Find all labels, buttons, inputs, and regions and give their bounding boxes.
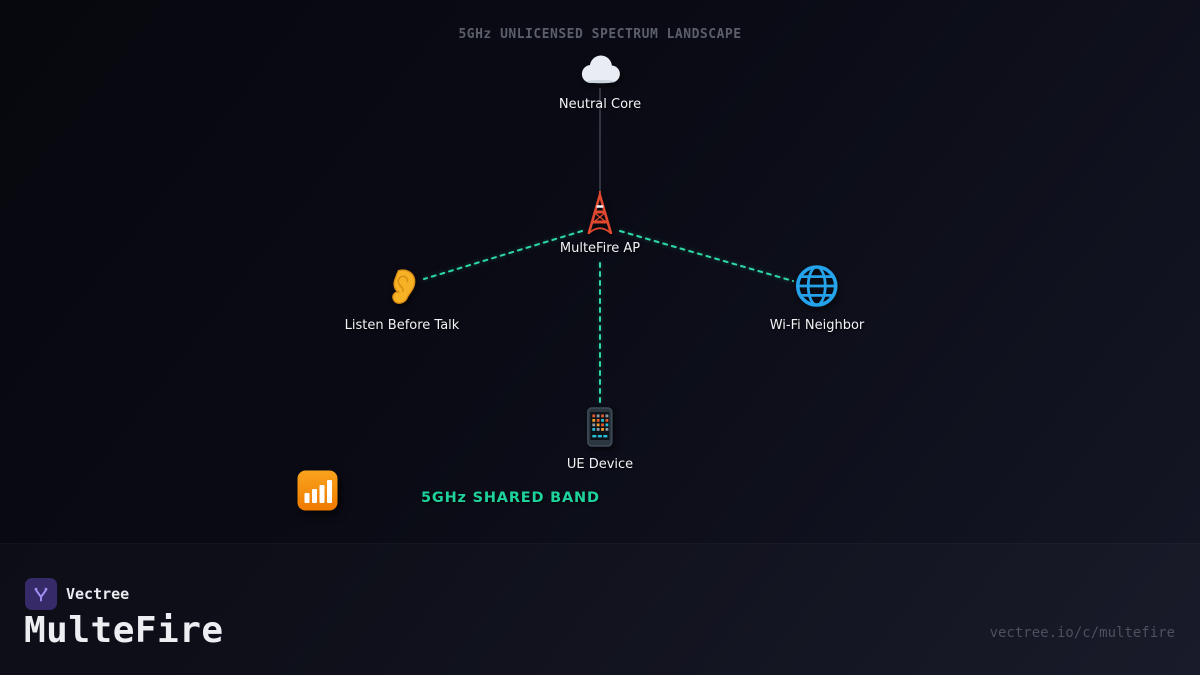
vectree-logo [25, 578, 57, 610]
brand-name: Vectree [66, 585, 130, 603]
diagram-title: 5GHz UNLICENSED SPECTRUM LANDSCAPE [458, 27, 742, 42]
shared-band-label: 5GHz SHARED BAND [421, 490, 600, 506]
globe-icon [795, 264, 839, 312]
smartphone-icon [587, 407, 613, 451]
bar-chart-icon [297, 470, 338, 515]
footer-band [0, 543, 1200, 675]
node-label-multefire-ap: MulteFire AP [559, 241, 641, 256]
cloud-icon [577, 53, 623, 89]
node-label-ue-device: UE Device [566, 457, 634, 472]
node-listen-before-talk: Listen Before Talk [344, 268, 460, 333]
node-wifi-neighbor: Wi-Fi Neighbor [769, 264, 865, 333]
node-multefire-ap: MulteFire AP [560, 190, 640, 256]
node-label-wifi-neighbor: Wi-Fi Neighbor [769, 318, 865, 333]
node-neutral-core: Neutral Core [559, 53, 641, 112]
tower-icon [582, 190, 618, 238]
page-title: MulteFire [24, 610, 224, 651]
node-label-neutral-core: Neutral Core [558, 97, 642, 112]
footer-url: vectree.io/c/multefire [989, 625, 1175, 641]
ear-icon [386, 268, 418, 310]
edge-ap-to-wifi [619, 230, 794, 282]
node-ue-device: UE Device [567, 407, 633, 472]
branch-icon [34, 587, 48, 602]
node-label-listen-before-talk: Listen Before Talk [344, 318, 460, 333]
